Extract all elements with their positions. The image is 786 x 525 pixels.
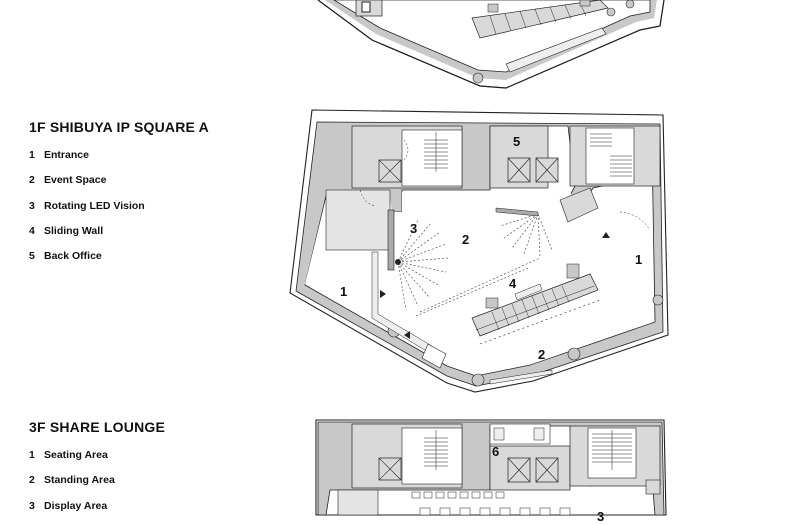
floor-title-1f: 1F SHIBUYA IP SQUARE A (29, 119, 209, 135)
legend-label: Seating Area (44, 449, 108, 461)
plan-label-2a: 2 (462, 232, 469, 247)
legend-item: 3 Rotating LED Vision (29, 200, 209, 225)
plan-label-1b: 1 (635, 252, 642, 267)
legend-label: Standing Area (44, 474, 115, 487)
legend-label: Sliding Wall (44, 224, 104, 237)
rotating-led-fan (397, 213, 553, 317)
legend-item: 2 Event Space (29, 174, 209, 199)
legend-list-1f: 1 Entrance 2 Event Space 3 Rotating LED Vis… (29, 149, 209, 275)
legend-item: 1 Entrance (29, 149, 209, 174)
plan-label-3: 3 (410, 221, 417, 236)
legend-num: 2 (29, 474, 35, 487)
legend-num: 2 (29, 174, 35, 187)
legend-list-3f: 1 Seating Area 2 Standing Area 3 Display Ar… (29, 449, 165, 525)
legend-item: 3 Display Area (29, 500, 165, 525)
legend-num: 3 (29, 499, 35, 512)
legend-item: 1 Seating Area (29, 449, 165, 474)
legend-num: 3 (29, 199, 35, 212)
legend-item: 2 Standing Area (29, 474, 165, 499)
plan-1f (289, 109, 669, 393)
plan-label-6: 6 (492, 444, 499, 459)
plan-label-2b: 2 (538, 347, 545, 362)
floor-title-3f: 3F SHARE LOUNGE (29, 419, 166, 435)
plan-3f (315, 419, 667, 516)
legend-item: 5 Back Office (29, 250, 209, 275)
top-cropped-plan (317, 0, 665, 89)
legend-1f: 1F SHIBUYA IP SQUARE A 1 Entrance 2 Event … (29, 119, 209, 275)
escalator-1f (471, 263, 601, 345)
legend-label: Event Space (44, 174, 107, 187)
legend-label: Rotating LED Vision (44, 199, 145, 212)
plan-label-4: 4 (509, 276, 517, 291)
legend-label: Back Office (44, 250, 102, 263)
legend-label: Display Area (44, 499, 108, 512)
plan-label-3f-3: 3 (597, 509, 604, 524)
plan-label-1a: 1 (340, 284, 347, 299)
legend-label: Entrance (44, 149, 89, 161)
legend-num: 4 (29, 224, 35, 237)
top-escalator (471, 0, 609, 39)
legend-3f: 3F SHARE LOUNGE 1 Seating Area 2 Standing … (29, 419, 165, 525)
legend-num: 1 (29, 149, 35, 161)
plan-label-5: 5 (513, 134, 520, 149)
legend-item: 4 Sliding Wall (29, 225, 209, 250)
legend-num: 1 (29, 449, 35, 461)
legend-num: 5 (29, 250, 35, 263)
